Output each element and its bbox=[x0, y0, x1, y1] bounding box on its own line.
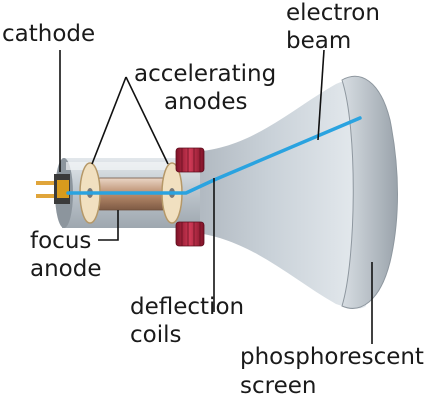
cathode-pin-2 bbox=[36, 194, 58, 198]
deflection-coil-bottom bbox=[175, 221, 205, 247]
labels: cathode accelerating anodes electron bea… bbox=[2, 0, 424, 399]
electron-beam bbox=[66, 116, 362, 195]
cathode-pin-1 bbox=[36, 181, 58, 185]
cathode-element bbox=[57, 180, 69, 198]
accelerating-leader-1 bbox=[91, 76, 127, 165]
leader-lines bbox=[59, 49, 373, 344]
cathode bbox=[36, 174, 70, 204]
focus-anode-leader bbox=[98, 210, 119, 241]
deflection-coils bbox=[175, 147, 205, 247]
label-accelerating-2: anodes bbox=[164, 89, 247, 115]
label-focus-1: focus bbox=[30, 228, 91, 254]
accelerating-leader-2 bbox=[125, 76, 169, 165]
label-cathode: cathode bbox=[2, 21, 95, 47]
label-phosphorescent-1: phosphorescent bbox=[240, 344, 424, 370]
deflection-coil-top bbox=[175, 147, 205, 173]
tube-neck-highlight bbox=[66, 162, 196, 170]
label-phosphorescent-2: screen bbox=[240, 373, 316, 399]
electron-beam-leader bbox=[317, 49, 325, 141]
label-focus-2: anode bbox=[30, 256, 102, 282]
phosphorescent-screen-face bbox=[341, 75, 398, 309]
label-electron-2: beam bbox=[286, 28, 351, 54]
label-deflection-2: coils bbox=[130, 322, 181, 348]
label-deflection-1: deflection bbox=[130, 294, 244, 320]
label-accelerating-1: accelerating bbox=[134, 61, 276, 87]
label-electron-1: electron bbox=[286, 0, 380, 26]
